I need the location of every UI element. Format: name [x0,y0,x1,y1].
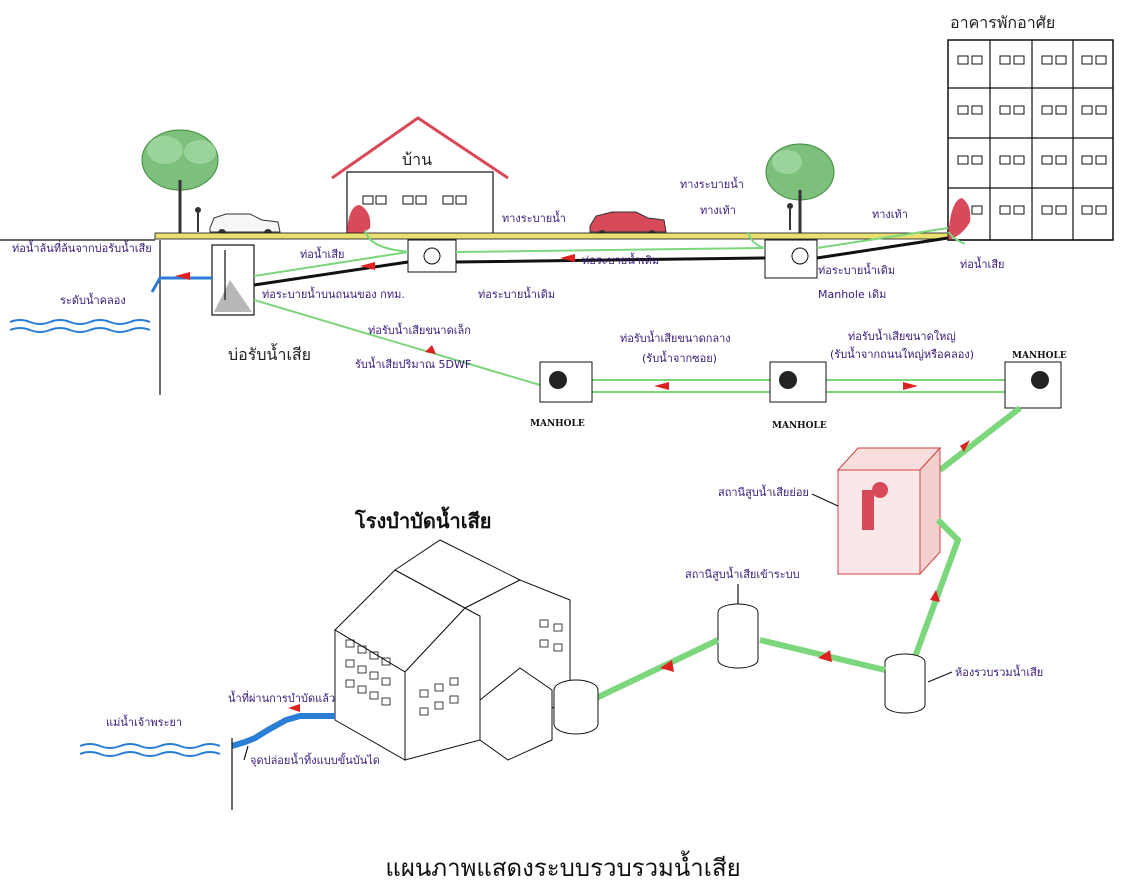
treatment-plant [334,539,599,761]
overflow-pipe [150,276,212,293]
road-surface [154,232,949,240]
drain-channel-label-1: ทางระบายน้ำ [502,210,566,225]
pipe-to-collection-chamber [909,517,962,667]
tree-right [765,143,835,235]
pipe-to-lift-station [938,405,1022,473]
person-icon [787,203,793,230]
large-collection-pipe [826,379,1005,393]
tree-left [141,129,219,235]
flow-arrow [425,345,436,354]
existing-manhole-box [764,239,818,279]
collection-chamber [884,653,926,714]
inlet-pump-station-label: สถานีสูบน้ำเสียเข้าระบบ [685,566,800,581]
river-water [79,743,221,757]
footpath-label-1: ทางเท้า [700,204,736,217]
flow-arrow [288,704,300,712]
flow-arrow [903,382,918,390]
small-pipe-capacity-label: รับน้ำเสียปริมาณ 5DWF [355,356,471,371]
manhole-1 [539,361,593,403]
house-wastewater-label: ท่อน้ำเสีย [300,246,344,261]
footpath-label-2: ทางเท้า [872,208,908,221]
interceptor-well [211,244,255,316]
building-wastewater-pipe [947,231,966,245]
lift-station-box [836,446,942,576]
apartment-building [947,39,1114,241]
flow-arrow [360,262,375,270]
flow-arrow [175,272,190,280]
medium-pipe-label: ท่อรับน้ำเสียขนาดกลาง [620,330,731,345]
drain-channel-label-2: ทางระบายน้ำ [680,176,744,191]
lift-station-label: สถานีสูบน้ำเสียย่อย [718,484,809,499]
house [331,116,509,236]
house-wastewater-pipe [364,229,409,253]
existing-drain-road-label: ท่อระบายน้ำเดิม [582,252,659,267]
pipe-to-treatment-plant [590,637,720,703]
manhole-label-2: MANHOLE [772,421,827,431]
existing-drain-label-1: ท่อระบายน้ำเดิม [478,286,555,301]
river-label: แม่น้ำเจ้าพระยา [106,714,182,729]
manhole-2 [769,361,827,403]
existing-drain-box [407,239,457,273]
flow-arrow [560,254,575,262]
existing-road-drain-pipe [253,236,949,287]
flow-arrow [960,440,970,452]
large-pipe-sub-label: (รับน้ำจากถนนใหญ่หรือคลอง) [830,346,974,361]
small-collection-pipe [253,299,541,386]
medium-pipe-sub-label: (รับน้ำจากซอย) [642,350,717,365]
person-icon [195,207,201,232]
bma-road-drain-label: ท่อระบายน้ำบนถนนของ กทม. [262,286,405,301]
step-outfall-label: จุดปล่อยน้ำทิ้งแบบขั้นบันได [250,752,380,767]
existing-manhole-label: Manhole เดิม [818,288,886,301]
existing-drain-label-2: ท่อระบายน้ำเดิม [818,262,895,277]
medium-collection-pipe [592,379,770,393]
collection-chamber-label: ห้องรวบรวมน้ำเสีย [955,664,1043,679]
manhole-3 [1004,361,1062,409]
house-label: บ้าน [402,150,432,169]
flow-arrow [654,382,669,390]
small-pipe-label: ท่อรับน้ำเสียขนาดเล็ก [368,322,471,337]
green-collector-pipe [253,227,949,277]
diagram-caption: แผนภาพแสดงระบบรวบรวมน้ำเสีย [385,850,740,882]
overflow-pipe-label: ท่อน้ำล้นที่ล้นจากบ่อรับน้ำเสีย [12,240,152,255]
manhole-label-1: MANHOLE [530,419,585,429]
drain-inlet-pipe [747,231,766,249]
large-pipe-label: ท่อรับน้ำเสียขนาดใหญ่ [848,328,956,343]
flow-arrow [660,660,674,672]
building-label: อาคารพักอาศัย [950,13,1055,32]
flow-arrow [818,650,832,662]
building-wastewater-label: ท่อน้ำเสีย [960,256,1004,271]
canal-level-label: ระดับน้ำคลอง [60,292,126,307]
inlet-pump-station [717,603,759,669]
canal-water [9,319,151,333]
treated-water-label: น้ำที่ผ่านการบำบัดแล้ว [228,690,335,705]
treated-water-outfall [231,713,335,749]
treatment-plant-title: โรงบำบัดน้ำเสีย [354,506,492,533]
flow-arrow [930,590,940,602]
interceptor-well-label: บ่อรับน้ำเสีย [228,343,311,364]
manhole-label-3: MANHOLE [1012,351,1067,361]
